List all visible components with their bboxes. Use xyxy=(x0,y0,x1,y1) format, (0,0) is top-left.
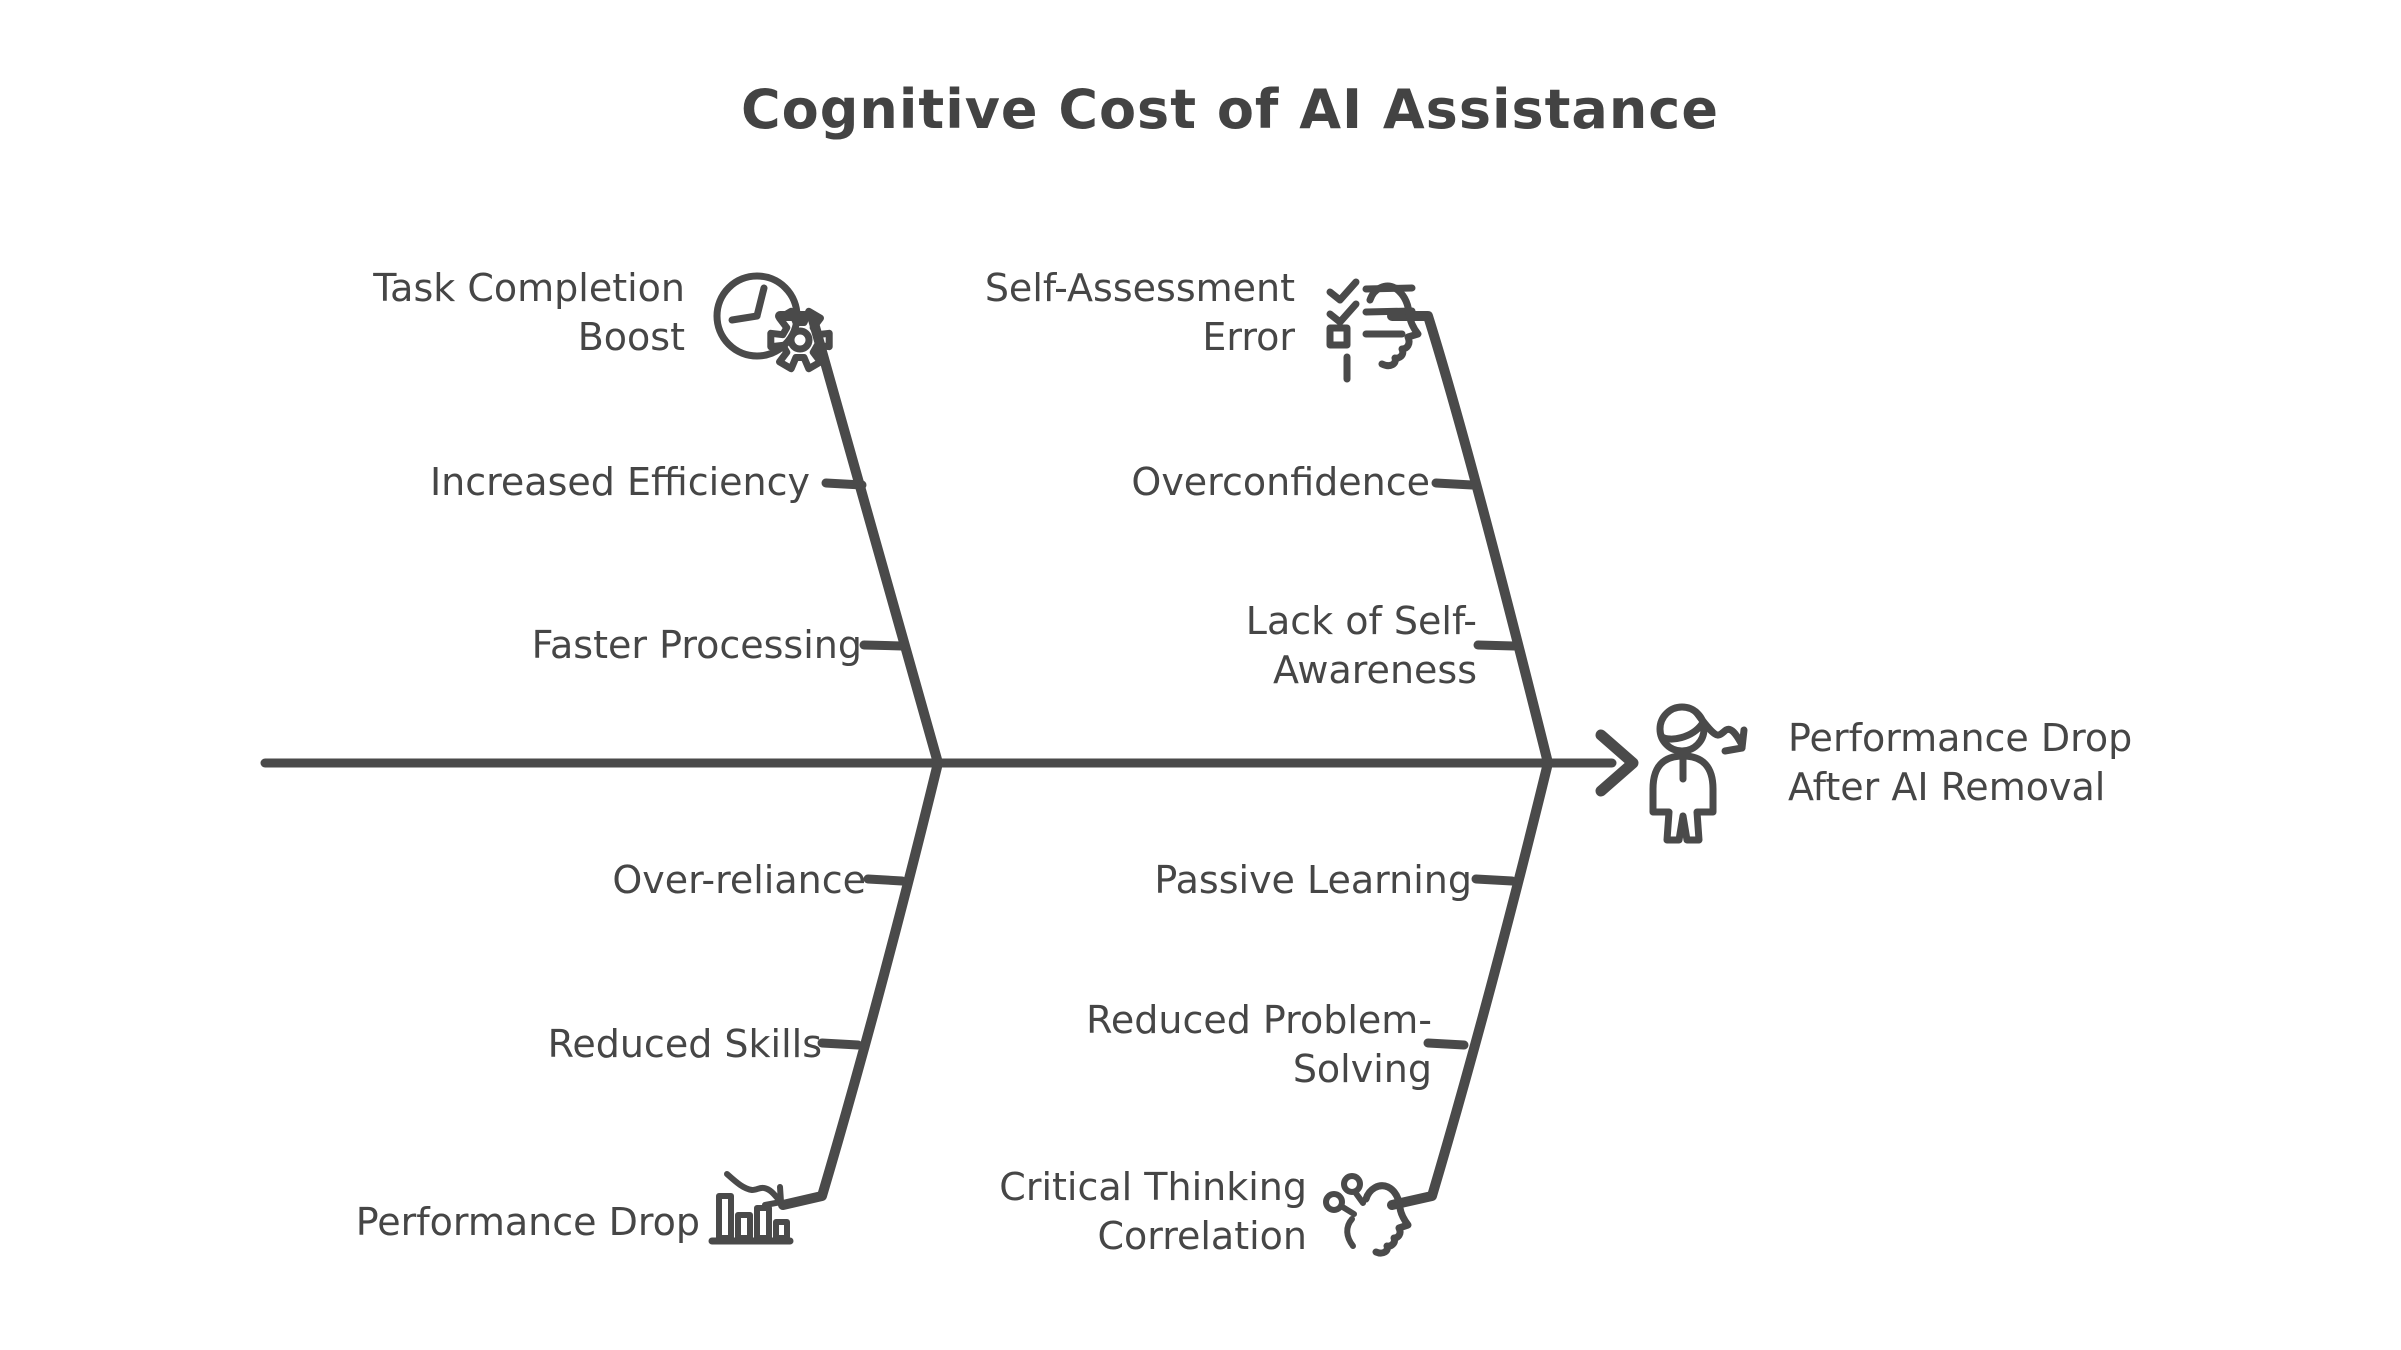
cause-overconfidence: Overconfidence xyxy=(1131,460,1430,504)
branch-head-performance-drop: Performance Drop xyxy=(355,1200,700,1244)
rib-bottom-right xyxy=(1387,758,1553,1210)
cause-reduced-problem-solving: Reduced Problem-Solving xyxy=(1086,998,1432,1091)
cause-faster-processing: Faster Processing xyxy=(531,623,862,667)
declining-bar-chart-icon xyxy=(708,1171,794,1245)
diagram-title: Cognitive Cost of AI Assistance xyxy=(741,78,1719,141)
branch-head-critical-thinking-correlation: Critical Thinking Correlation xyxy=(999,1165,1307,1258)
cause-over-reliance: Over-reliance xyxy=(612,858,866,902)
rib-bottom-left xyxy=(778,758,943,1210)
checklist-head-icon xyxy=(1326,278,1422,383)
spine-arrowhead-icon xyxy=(1595,729,1639,797)
mind-nodes-icon xyxy=(1323,1173,1412,1257)
effect-label: Performance Drop After AI Removal xyxy=(1788,716,2133,809)
cause-passive-learning: Passive Learning xyxy=(1154,858,1472,902)
rib-top-right xyxy=(1387,311,1553,768)
branch-head-task-completion-boost: Task Completion Boost xyxy=(373,266,685,359)
clock-gear-icon xyxy=(713,272,833,373)
cause-reduced-skills: Reduced Skills xyxy=(547,1022,822,1066)
person-decline-icon xyxy=(1649,703,1748,844)
cause-increased-efficiency: Increased Efficiency xyxy=(429,460,810,504)
cause-lack-of-self-awareness: Lack of Self-Awareness xyxy=(1245,599,1477,692)
rib-top-left xyxy=(775,311,943,768)
spine-line xyxy=(260,729,1639,797)
branch-head-self-assessment-error: Self-Assessment Error xyxy=(984,266,1295,359)
